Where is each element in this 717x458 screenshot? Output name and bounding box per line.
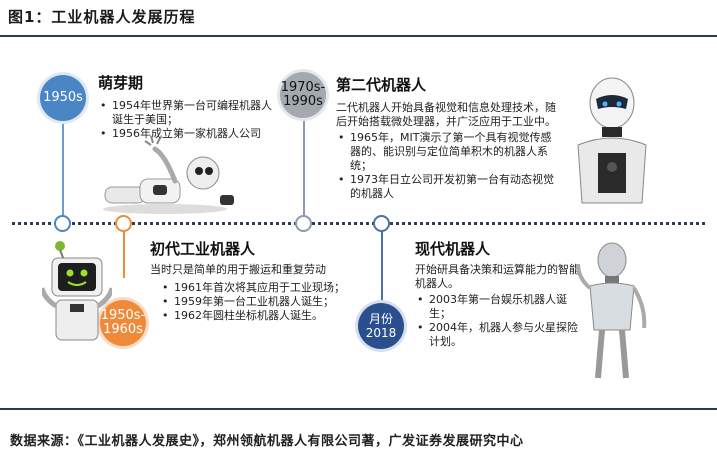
bullet: 2003年第一台娱乐机器人诞生； — [415, 293, 585, 321]
stem-1950s — [62, 112, 64, 216]
stage-bullets: 2003年第一台娱乐机器人诞生； 2004年，机器人参与火星探险计划。 — [415, 293, 585, 349]
stage-description: 开始研具备决策和运算能力的智能机器人。 — [415, 263, 580, 290]
era-label-line1: 1950s- — [100, 308, 146, 323]
stage-heading: 初代工业机器人 — [150, 240, 256, 258]
stage-heading: 现代机器人 — [415, 240, 491, 258]
era-badge-1950s-1960s: 1950s- 1960s — [100, 300, 146, 346]
era-label-line2: 1960s — [103, 322, 143, 337]
bottom-divider — [0, 408, 717, 410]
stage-modern: 现代机器人 开始研具备决策和运算能力的智能机器人。 2003年第一台娱乐机器人诞… — [415, 238, 585, 349]
era-label-line1: 月份 — [368, 312, 393, 326]
bullet: 2004年，机器人参与火星探险计划。 — [415, 321, 585, 349]
top-divider — [0, 35, 717, 37]
timeline-node-1950s — [54, 215, 71, 232]
bullet: 1956年成立第一家机器人公司 — [98, 127, 278, 141]
robot-humanoid-icon — [577, 77, 647, 204]
timeline-node-1970s-1990s — [295, 215, 312, 232]
era-label-line1: 1970s- — [280, 80, 326, 95]
bullet: 1973年日立公司开发初第一台有动态视觉的机器人 — [336, 173, 560, 201]
timeline-axis — [12, 222, 705, 225]
stage-heading: 萌芽期 — [98, 74, 144, 92]
bullet: 1961年首次将其应用于工业现场； — [160, 281, 358, 295]
robot-modern-silver-icon — [576, 242, 647, 379]
stage-second-gen: 第二代机器人 二代机器人开始具备视觉和信息处理技术，随后开始搭载微处理器，并广泛… — [336, 74, 560, 201]
figure-title: 图1：工业机器人发展历程 — [8, 8, 196, 26]
stage-bullets: 1954年世界第一台可编程机器人诞生于美国； 1956年成立第一家机器人公司 — [98, 99, 278, 141]
era-label: 1950s — [43, 90, 83, 105]
stage-description: 二代机器人开始具备视觉和信息处理技术，随后开始搭载微处理器，并广泛应用于工业中。 — [336, 101, 556, 128]
bullet: 1965年，MIT演示了第一个具有视觉传感器的、能识别与定位简单积木的机器人系统… — [336, 131, 560, 173]
bullet: 1959年第一台工业机器人诞生； — [160, 295, 358, 309]
timeline-node-1950s-1960s — [115, 215, 132, 232]
stem-1950s-1960s — [123, 230, 125, 278]
robot-tv-head-icon — [42, 241, 112, 341]
era-label-line2: 2018 — [365, 326, 397, 340]
stage-heading: 第二代机器人 — [336, 76, 427, 94]
bullet: 1954年世界第一台可编程机器人诞生于美国； — [98, 99, 278, 127]
stem-1970s-1990s — [303, 118, 305, 216]
stage-budding: 萌芽期 1954年世界第一台可编程机器人诞生于美国； 1956年成立第一家机器人… — [98, 72, 278, 141]
robot-lying-icon — [103, 135, 234, 214]
stage-bullets: 1961年首次将其应用于工业现场； 1959年第一台工业机器人诞生； 1962年… — [150, 281, 358, 323]
stem-2018 — [381, 230, 383, 302]
era-badge-1950s: 1950s — [40, 75, 86, 121]
era-badge-1970s-1990s: 1970s- 1990s — [280, 72, 326, 118]
stage-first-industrial: 初代工业机器人 当时只是简单的用于搬运和重复劳动 1961年首次将其应用于工业现… — [150, 238, 358, 323]
era-label-line2: 1990s — [283, 94, 323, 109]
timeline-node-2018 — [373, 215, 390, 232]
stage-bullets: 1965年，MIT演示了第一个具有视觉传感器的、能识别与定位简单积木的机器人系统… — [336, 131, 560, 201]
era-badge-2018: 月份 2018 — [358, 303, 404, 349]
bullet: 1962年圆柱坐标机器人诞生。 — [160, 309, 358, 323]
stage-description: 当时只是简单的用于搬运和重复劳动 — [150, 263, 326, 276]
data-source-note: 数据来源：《工业机器人发展史》，郑州领航机器人有限公司著，广发证券发展研究中心 — [10, 434, 524, 449]
